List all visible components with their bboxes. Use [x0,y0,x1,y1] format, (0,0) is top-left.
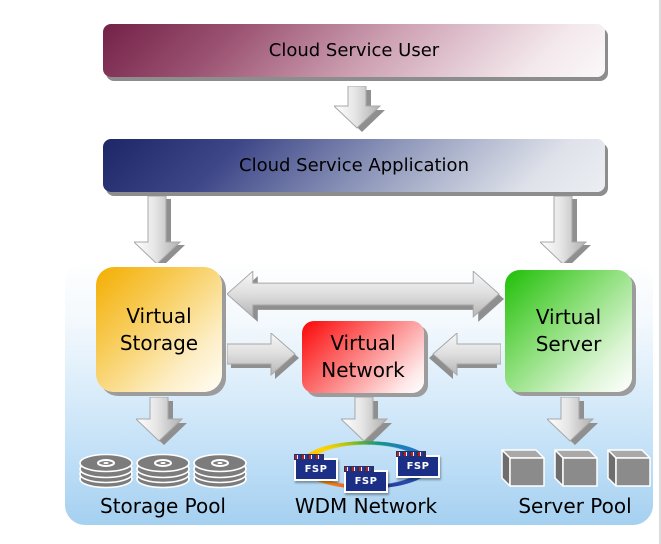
node-cloud-service-application: Cloud Service Application [103,139,605,192]
down-block-arrow-icon [547,397,598,445]
arrow-network-to-wdm [341,397,393,446]
node-label: Cloud Service Application [239,155,469,176]
server-pool-icons [499,449,653,487]
fsp-label: FSP [354,476,378,487]
storage-pool-label: Storage Pool [100,494,226,518]
storage-pool-icons [78,450,248,490]
arrow-user-to-application [334,86,386,133]
down-block-arrow-icon [136,397,187,445]
right-block-arrow-icon [227,333,299,379]
fsp-label: FSP [406,461,430,472]
arrow-server-to-pool [547,397,599,446]
down-block-arrow-icon [334,86,385,132]
arrow-storage-to-network [227,333,300,380]
down-block-arrow-icon [540,196,591,267]
node-virtual-storage: Virtual Storage [96,267,222,392]
disk-stack-icon [136,453,190,489]
fsp-box: FSP [344,466,388,493]
server-cube-icon [501,449,545,487]
node-virtual-server: Virtual Server [505,270,632,392]
wdm-network-label: WDM Network [294,494,438,518]
arrow-application-to-server [540,196,592,268]
fsp-box: FSP [294,454,338,481]
disk-stack-icon [193,453,247,489]
arrow-server-to-network [428,333,501,380]
down-block-arrow-icon [341,397,392,445]
server-cube-icon [554,449,598,487]
down-block-arrow-icon [134,196,185,267]
arrow-application-to-storage [134,196,186,268]
arrow-storage-server-bidirectional [227,271,505,323]
double-arrow-icon [227,271,505,322]
server-cube-icon [607,449,651,487]
disk-stack-icon [79,453,133,489]
server-pool-label: Server Pool [518,494,632,518]
node-label: Virtual Storage [119,303,199,355]
fsp-label: FSP [304,464,328,475]
fsp-box: FSP [396,451,440,478]
node-cloud-service-user: Cloud Service User [103,24,605,77]
arrow-storage-to-pool [136,397,188,446]
node-virtual-network: Virtual Network [302,321,424,393]
node-label: Cloud Service User [268,40,440,61]
node-label: Virtual Network [321,331,405,382]
node-label: Virtual Server [535,305,602,356]
left-block-arrow-icon [429,333,501,379]
